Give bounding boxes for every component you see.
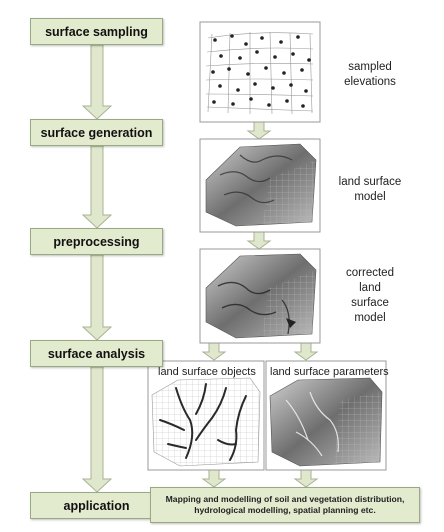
left-arrows — [81, 44, 113, 493]
caption-line: surface — [351, 297, 389, 309]
land-surface-objects-drawing — [147, 360, 265, 471]
application-description: Mapping and modelling of soil and vegeta… — [150, 487, 420, 523]
land-surface-parameters-drawing — [265, 360, 387, 471]
step-surface-analysis: surface analysis — [30, 340, 163, 367]
land-surface-model-drawing — [199, 138, 321, 233]
caption-line: land surface — [338, 176, 402, 188]
arrow-r1 — [246, 121, 272, 140]
caption-line: model — [354, 191, 386, 203]
corrected-model-drawing — [199, 248, 321, 344]
caption-line: model — [354, 312, 386, 324]
arrow-r3 — [201, 342, 227, 361]
arrow-4 — [81, 366, 113, 493]
step-label: surface sampling — [45, 24, 148, 39]
step-label: surface generation — [40, 125, 153, 140]
caption-corrected-model: corrected land surface model — [322, 266, 418, 326]
arrow-r4 — [293, 342, 319, 361]
step-label: preprocessing — [53, 234, 140, 249]
caption-line: sampled — [348, 61, 392, 73]
step-surface-sampling: surface sampling — [30, 18, 163, 45]
arrow-r5 — [201, 469, 227, 488]
right-arrows — [201, 121, 319, 488]
step-application: application — [30, 492, 163, 519]
sampled-points-drawing — [199, 21, 321, 123]
arrow-r6 — [293, 469, 319, 488]
step-label: surface analysis — [47, 346, 146, 361]
arrow-3 — [81, 254, 113, 341]
caption-line: land — [359, 282, 381, 294]
application-text-line: hydrological modelling, spatial planning… — [194, 505, 376, 515]
application-text-line: Mapping and modelling of soil and vegeta… — [165, 494, 405, 504]
caption-land-surface-model: land surface model — [322, 175, 418, 205]
caption-sampled-elevations: sampled elevations — [330, 60, 410, 90]
caption-land-surface-parameters: land surface parameters — [270, 366, 389, 378]
arrow-2 — [81, 145, 113, 229]
arrow-r2 — [246, 231, 272, 250]
arrow-1 — [81, 44, 113, 120]
step-label: application — [63, 498, 130, 513]
caption-line: corrected — [346, 267, 394, 279]
step-preprocessing: preprocessing — [30, 228, 163, 255]
step-surface-generation: surface generation — [30, 119, 163, 146]
caption-land-surface-objects: land surface objects — [158, 366, 256, 378]
caption-line: elevations — [344, 76, 396, 88]
